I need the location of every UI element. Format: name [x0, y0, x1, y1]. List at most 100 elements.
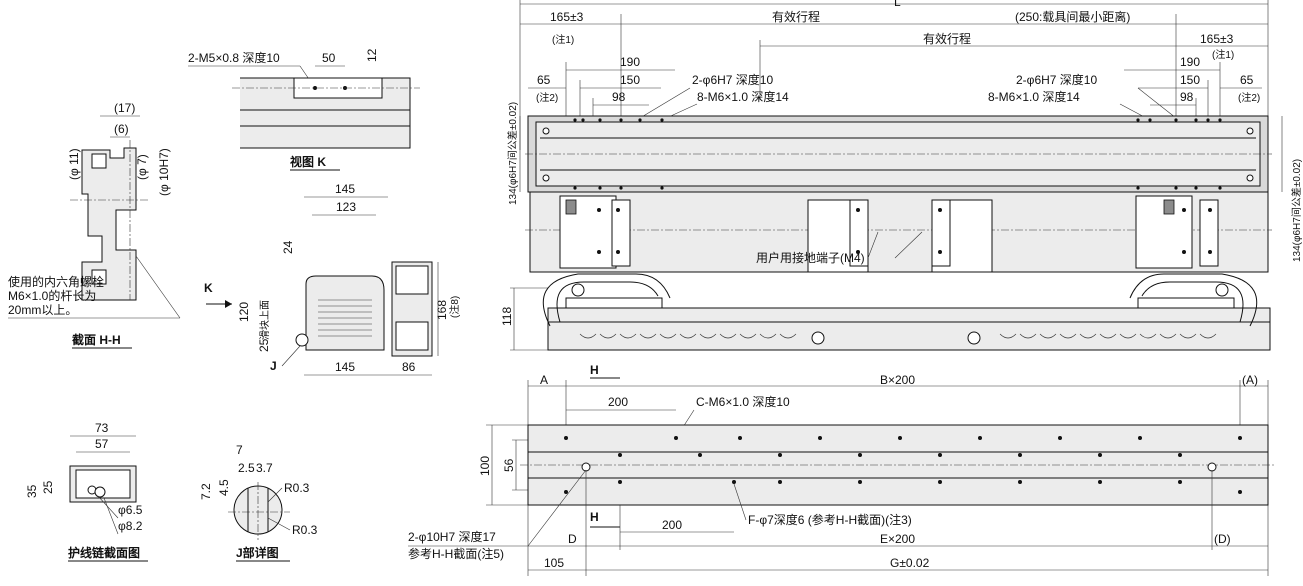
- front-dim-123: 123: [336, 200, 356, 214]
- sec-dim-17: (17): [114, 101, 135, 115]
- dim-200-top: 200: [608, 395, 628, 409]
- dim-100: 100: [478, 456, 492, 476]
- dim-98-right: 98: [1180, 90, 1194, 104]
- front-dim-145-bot: 145: [335, 360, 355, 374]
- dim-165-left: 165±3: [550, 10, 584, 24]
- dim-65-right: 65: [1240, 73, 1254, 87]
- dim-65-left: 65: [537, 73, 551, 87]
- dim-190-right: 190: [1180, 55, 1200, 69]
- chain-dim-65: φ6.5: [118, 503, 143, 517]
- dim-L: L: [894, 0, 901, 9]
- note2-right: (注2): [1238, 91, 1260, 104]
- dim-Ex200: E×200: [880, 532, 915, 546]
- note2-left: (注2): [536, 91, 558, 104]
- dim-150-left: 150: [620, 73, 640, 87]
- dim-200-bot: 200: [662, 518, 682, 532]
- c-tap-callout: C-M6×1.0 深度10: [696, 394, 790, 409]
- chain-section: 73 57 35 25 φ6.5 φ8.2 护线链截面图: [25, 421, 148, 562]
- note1-right: (注1): [1212, 48, 1234, 61]
- viewk-dim-12: 12: [365, 48, 379, 62]
- top-bolt-row: [573, 118, 1222, 190]
- top-view-actuator: 用户用接地端子(M4): [525, 115, 1272, 273]
- viewk-dim-50: 50: [322, 51, 336, 65]
- jd-dim-45: 4.5: [217, 479, 231, 496]
- view-k: 2-M5×0.8 深度10 50 12 视图 K: [188, 48, 420, 171]
- chain-links: [579, 333, 1217, 339]
- dim-Bx200: B×200: [880, 373, 915, 387]
- front-dim-24: 24: [281, 240, 295, 254]
- ground-terminal-label: 用户用接地端子(M4): [756, 250, 865, 265]
- section-mark-top: H: [590, 363, 599, 377]
- pin-callout-left: 2-φ6H7 深度10: [692, 72, 773, 87]
- front-dim-86: 86: [402, 360, 416, 374]
- sec-dim-7: (φ 7): [135, 154, 149, 180]
- j-detail-title: J部详图: [236, 545, 279, 560]
- dim-G: G±0.02: [890, 556, 930, 570]
- front-note8: (注8): [448, 296, 461, 318]
- front-slide-label: 滑块上面: [259, 300, 271, 340]
- dim-min-dist: (250:载具间最小距离): [1015, 9, 1130, 24]
- sec-dim-6: (6): [114, 122, 129, 136]
- chain-dim-57: 57: [95, 437, 109, 451]
- front-dim-145-top: 145: [335, 182, 355, 196]
- jd-r03-b: R0.3: [292, 523, 318, 537]
- sec-note-3: 20mm以上。: [8, 303, 77, 317]
- ref-hh-callout: 参考H-H截面(注5): [408, 546, 504, 561]
- pin-callout-right: 2-φ6H7 深度10: [1016, 72, 1097, 87]
- cable-chain-left: [556, 281, 659, 323]
- j-label: J: [270, 359, 277, 373]
- tol-right: 134(φ6H7间公差±0.02): [1290, 159, 1303, 262]
- chain-section-title: 护线链截面图: [68, 545, 140, 560]
- front-grille: [318, 299, 372, 337]
- section-mark-bot: H: [590, 510, 599, 524]
- jd-dim-25: 2.5: [238, 461, 255, 475]
- jd-dim-7: 7: [236, 443, 243, 457]
- dim-165-right: 165±3: [1200, 32, 1234, 46]
- viewk-tap-callout: 2-M5×0.8 深度10: [188, 50, 280, 65]
- tap-callout-right: 8-M6×1.0 深度14: [988, 89, 1080, 104]
- section-profile: [81, 147, 137, 301]
- note1-left: (注1): [552, 33, 574, 46]
- dim-D: D: [568, 532, 577, 546]
- dim-A: A: [540, 373, 548, 387]
- side-view: 118: [500, 273, 1271, 351]
- dim-190-left: 190: [620, 55, 640, 69]
- tol-left: 134(φ6H7间公差±0.02): [506, 102, 519, 205]
- section-title: 截面 H-H: [72, 332, 121, 347]
- f-hole-callout: F-φ7深度6 (参考H-H截面)(注3): [748, 512, 912, 527]
- dim-118: 118: [500, 307, 514, 326]
- dim-A-paren: (A): [1242, 373, 1258, 387]
- front-body: [305, 275, 385, 351]
- dim-98-left: 98: [612, 90, 626, 104]
- k-arrow-label: K: [204, 281, 213, 295]
- jd-r03-a: R0.3: [284, 481, 310, 495]
- section-hh: (17) (6) (φ 11) (φ 7) (φ 10H7) 使用的内六角螺栓 …: [8, 101, 181, 349]
- cable-chain-right: [1141, 281, 1244, 323]
- dim-stroke-mid: 有效行程: [923, 31, 971, 46]
- slider-mid: [807, 199, 993, 273]
- dim-56: 56: [502, 458, 516, 472]
- dim-150-right: 150: [1180, 73, 1200, 87]
- pin-base-callout: 2-φ10H7 深度17: [408, 529, 496, 544]
- base-view: A B×200 (A) H 200 C-M6×1.0 深度10 100 56 H: [408, 363, 1275, 576]
- slider-left: [559, 195, 631, 269]
- sec-dim-11: (φ 11): [67, 148, 81, 180]
- sec-note-1: 使用的内六角螺栓: [8, 274, 104, 289]
- top-dimensions: L 165±3 (注1) 有效行程 (250:载具间最小距离) 有效行程 165…: [506, 0, 1303, 262]
- sec-note-2: M6×1.0的杆长为: [8, 288, 96, 303]
- sec-dim-10h7: (φ 10H7): [157, 148, 171, 196]
- j-detail: 7 2.5 3.7 7.2 4.5 R0.3 R0.3 J部详图: [199, 443, 318, 562]
- dim-D-paren: (D): [1214, 532, 1231, 546]
- front-view: 145 123 24 120 滑块上面 25 K 145 86 168 (注8)…: [204, 182, 461, 376]
- front-dim-120: 120: [237, 302, 251, 322]
- jd-dim-72: 7.2: [199, 483, 213, 500]
- dim-stroke-top: 有效行程: [772, 9, 820, 24]
- base-holes: [564, 436, 1242, 494]
- tap-callout-left: 8-M6×1.0 深度14: [697, 89, 789, 104]
- jd-dim-37: 3.7: [256, 461, 273, 475]
- front-dim-168: 168: [435, 300, 449, 320]
- slider-right: [1135, 195, 1219, 269]
- front-dim-25: 25: [257, 338, 271, 352]
- dim-105: 105: [544, 556, 564, 570]
